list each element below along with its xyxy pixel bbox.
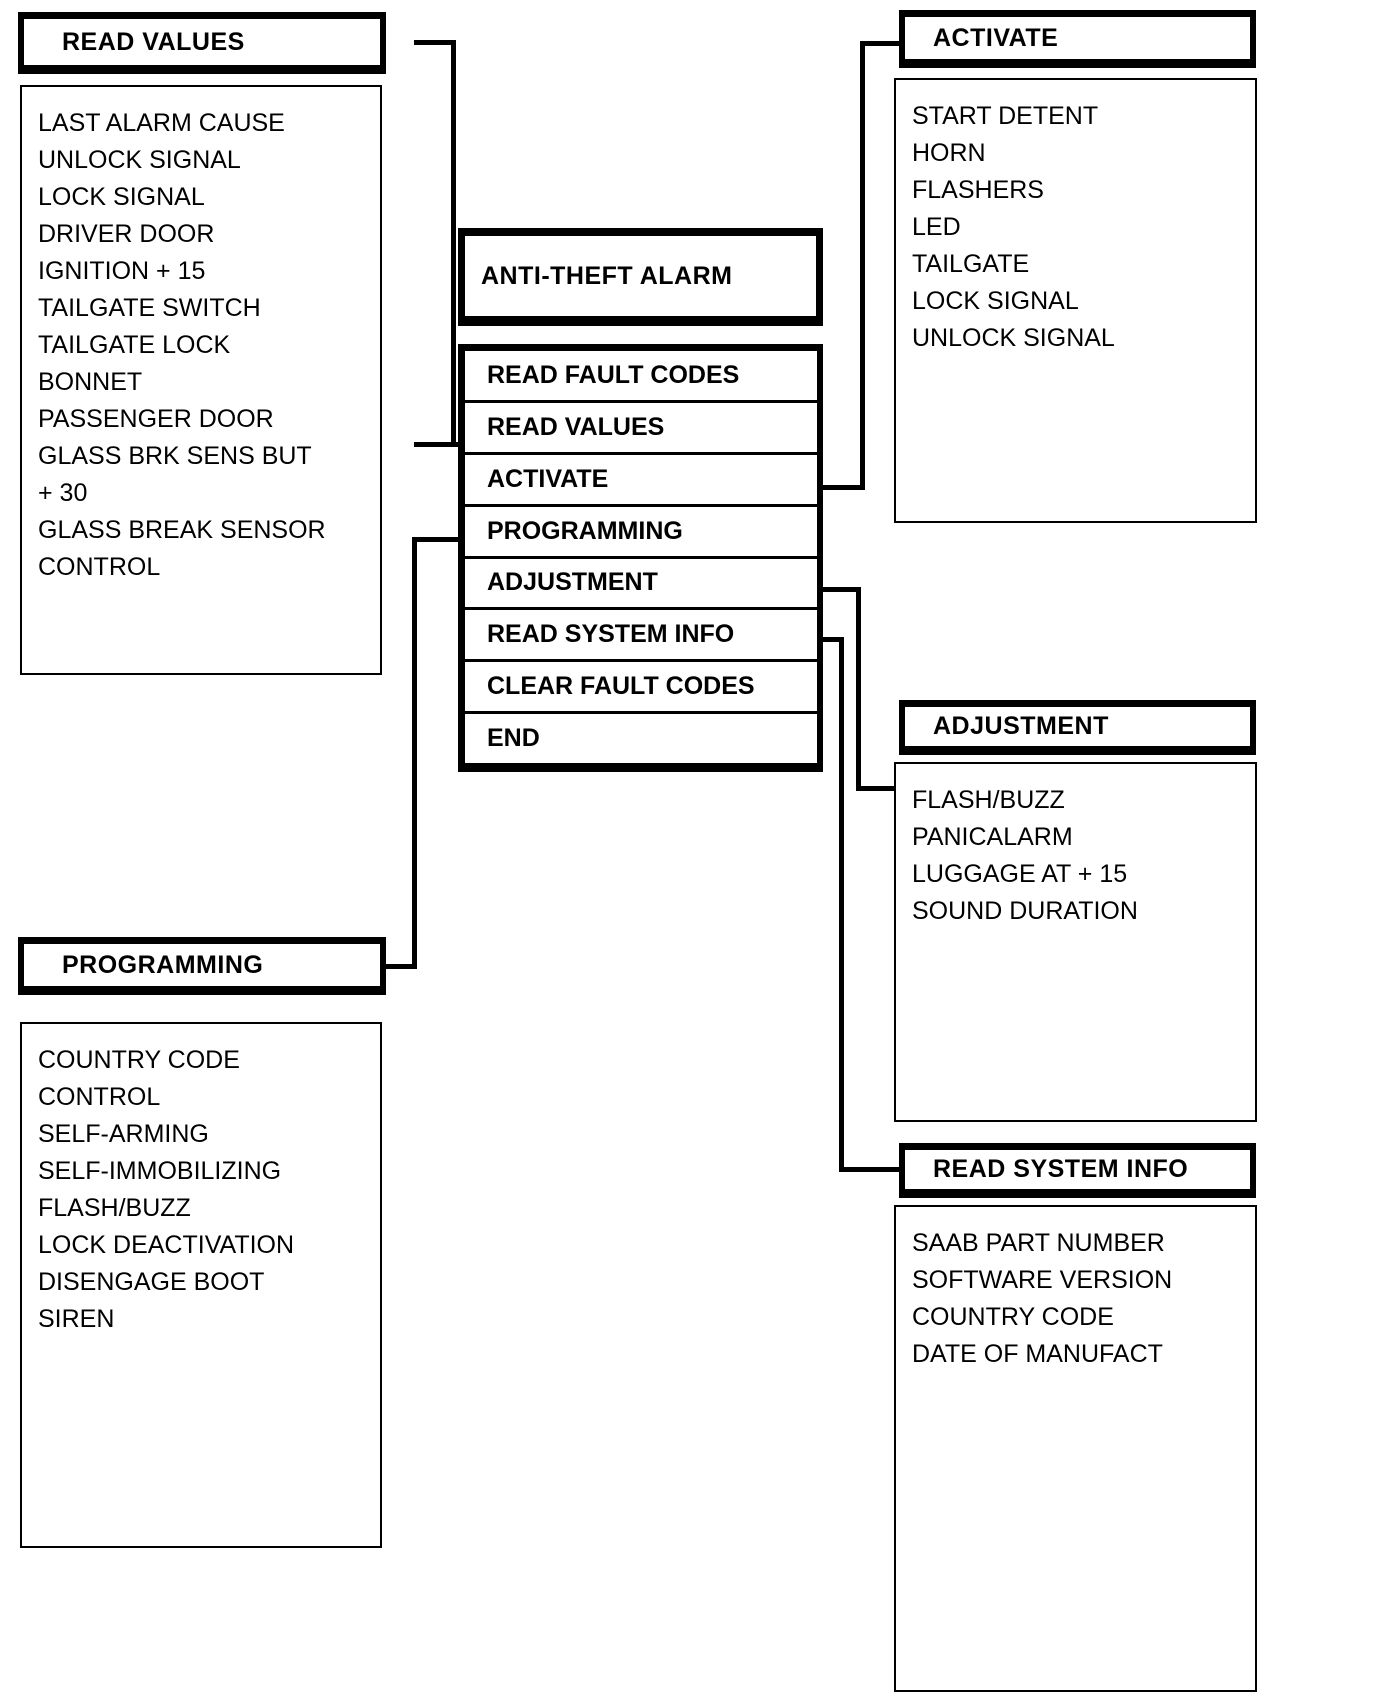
panel-header-programming-field: PROGRAMMING	[24, 944, 380, 986]
list-item: GLASS BRK SENS BUT	[38, 442, 312, 470]
list-item: PANICALARM	[912, 823, 1073, 851]
connector-adjustment-v	[856, 587, 861, 790]
panel-header-programming: PROGRAMMING	[18, 937, 386, 995]
panel-header-adjustment-label: ADJUSTMENT	[933, 712, 1109, 740]
list-item: SELF-IMMOBILIZING	[38, 1157, 282, 1185]
list-item: COUNTRY CODE	[912, 1303, 1114, 1331]
list-item: LAST ALARM CAUSE	[38, 109, 285, 137]
connector-activate-v	[860, 41, 865, 490]
panel-header-activate-label: ACTIVATE	[933, 23, 1059, 52]
panel-header-read-values: READ VALUES	[18, 12, 386, 74]
panel-header-read-system-info: READ SYSTEM INFO	[899, 1143, 1256, 1198]
main-menu-list: READ FAULT CODES READ VALUES ACTIVATE PR…	[465, 351, 817, 763]
list-item: CONTROL	[38, 1083, 161, 1111]
panel-body-adjustment: FLASH/BUZZ PANICALARM LUGGAGE AT + 15 SO…	[894, 762, 1257, 1122]
list-item: FLASH/BUZZ	[38, 1194, 191, 1222]
connector-read-values-h1	[414, 40, 456, 45]
list-item: SIREN	[38, 1305, 115, 1333]
list-item: LOCK DEACTIVATION	[38, 1231, 295, 1259]
list-item: DATE OF MANUFACT	[912, 1340, 1163, 1368]
panel-body-programming: COUNTRY CODE CONTROL SELF-ARMING SELF-IM…	[20, 1022, 382, 1548]
connector-activate-h2	[860, 41, 908, 46]
connector-programming-h1	[412, 537, 464, 542]
list-item: LED	[912, 213, 961, 241]
panel-body-read-system-info: SAAB PART NUMBER SOFTWARE VERSION COUNTR…	[894, 1205, 1257, 1692]
list-item: SOUND DURATION	[912, 897, 1138, 925]
list-item: COUNTRY CODE	[38, 1046, 240, 1074]
panel-body-read-values: LAST ALARM CAUSE UNLOCK SIGNAL LOCK SIGN…	[20, 85, 382, 675]
connector-read-values-v	[451, 40, 456, 447]
panel-header-adjustment-field: ADJUSTMENT	[905, 707, 1250, 746]
list-item: TAILGATE	[912, 250, 1030, 278]
panel-body-activate: START DETENT HORN FLASHERS LED TAILGATE …	[894, 78, 1257, 523]
list-item: DRIVER DOOR	[38, 220, 215, 248]
panel-header-read-system-info-field: READ SYSTEM INFO	[905, 1150, 1250, 1189]
panel-header-activate: ACTIVATE	[899, 10, 1256, 68]
panel-header-adjustment: ADJUSTMENT	[899, 700, 1256, 755]
menu-item-programming[interactable]: PROGRAMMING	[465, 507, 817, 559]
menu-item-read-fault-codes[interactable]: READ FAULT CODES	[465, 351, 817, 403]
list-item: CONTROL	[38, 553, 161, 581]
panel-header-read-values-field: READ VALUES	[24, 19, 380, 65]
menu-item-read-system-info[interactable]: READ SYSTEM INFO	[465, 610, 817, 663]
menu-item-clear-fault-codes[interactable]: CLEAR FAULT CODES	[465, 662, 817, 715]
list-item: LUGGAGE AT + 15	[912, 860, 1128, 888]
list-item: BONNET	[38, 368, 143, 396]
connector-adjustment-h2	[856, 786, 912, 791]
connector-sysinfo-h1	[812, 637, 844, 642]
connector-programming-h2	[380, 964, 417, 969]
root-title-label: ANTI-THEFT ALARM	[481, 261, 733, 290]
list-item: START DETENT	[912, 102, 1099, 130]
list-item: SAAB PART NUMBER	[912, 1229, 1165, 1257]
list-item: TAILGATE LOCK	[38, 331, 231, 359]
connector-adjustment-h1	[812, 587, 860, 592]
panel-header-programming-label: PROGRAMMING	[62, 950, 264, 979]
list-item: DISENGAGE BOOT	[38, 1268, 265, 1296]
list-item: LOCK SIGNAL	[912, 287, 1079, 315]
list-item: IGNITION + 15	[38, 257, 206, 285]
panel-header-activate-field: ACTIVATE	[905, 17, 1250, 59]
list-item: SOFTWARE VERSION	[912, 1266, 1173, 1294]
list-item: UNLOCK SIGNAL	[38, 146, 241, 174]
panel-header-read-values-label: READ VALUES	[62, 27, 245, 56]
list-item: GLASS BREAK SENSOR	[38, 516, 326, 544]
menu-item-read-values[interactable]: READ VALUES	[465, 403, 817, 455]
main-menu-box: READ FAULT CODES READ VALUES ACTIVATE PR…	[458, 344, 823, 772]
connector-sysinfo-v	[839, 637, 844, 1171]
connector-activate-h1	[812, 485, 864, 490]
root-title-box: ANTI-THEFT ALARM	[458, 228, 823, 326]
menu-item-activate[interactable]: ACTIVATE	[465, 455, 817, 507]
list-item: SELF-ARMING	[38, 1120, 209, 1148]
connector-sysinfo-h2	[839, 1167, 911, 1172]
panel-header-read-system-info-label: READ SYSTEM INFO	[933, 1155, 1189, 1183]
root-title-field: ANTI-THEFT ALARM	[465, 236, 816, 316]
list-item: UNLOCK SIGNAL	[912, 324, 1115, 352]
connector-programming-v	[412, 537, 417, 969]
list-item: LOCK SIGNAL	[38, 183, 205, 211]
list-item: PASSENGER DOOR	[38, 405, 274, 433]
list-item: TAILGATE SWITCH	[38, 294, 261, 322]
list-item: FLASH/BUZZ	[912, 786, 1065, 814]
list-item: HORN	[912, 139, 986, 167]
list-item: FLASHERS	[912, 176, 1044, 204]
connector-read-values-h2	[414, 442, 464, 447]
menu-item-end[interactable]: END	[487, 724, 540, 753]
list-item: + 30	[38, 479, 88, 507]
menu-item-adjustment[interactable]: ADJUSTMENT	[465, 559, 817, 611]
